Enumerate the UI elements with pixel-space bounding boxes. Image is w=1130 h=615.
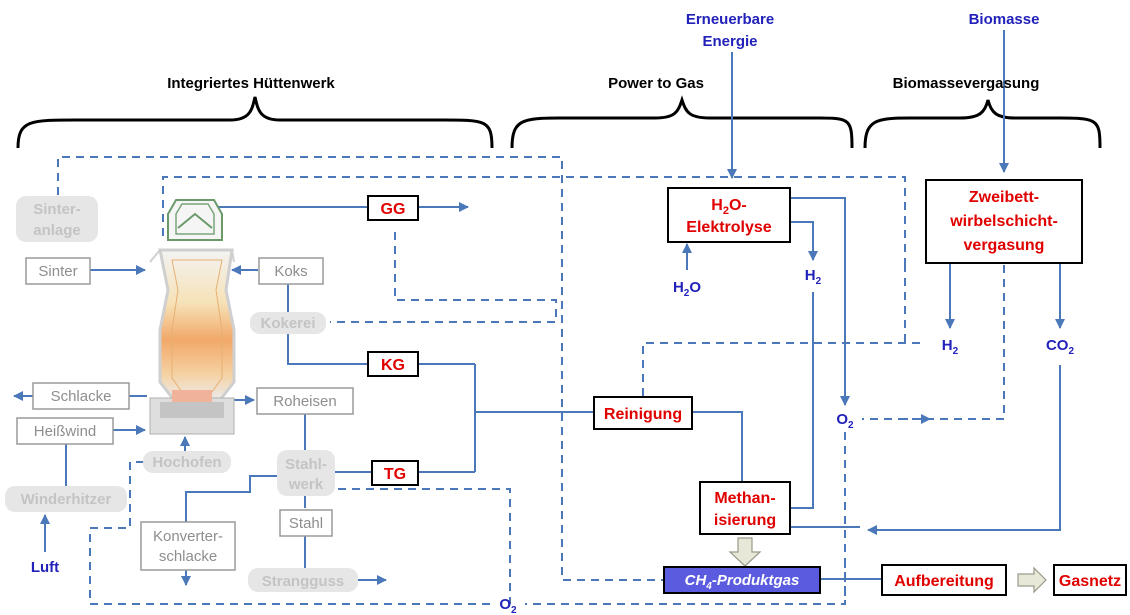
converter-slag-label-1: Konverter-: [153, 528, 223, 545]
renewable-energy-label-1: Erneuerbare: [686, 11, 774, 28]
slag-label: Schlacke: [51, 388, 112, 405]
sinter-plant-label-1: Sinter-: [33, 201, 81, 218]
coke-box: [258, 257, 324, 285]
steel-box: [279, 509, 333, 537]
section-biomass-gasification-title: Biomassevergasung: [893, 75, 1040, 92]
blast-furnace-label: Hochofen: [152, 454, 221, 471]
gasification-box: [925, 179, 1083, 264]
kg-label: KG: [381, 357, 405, 374]
gas-grid-box: [1053, 564, 1127, 596]
steel-label: Stahl: [289, 515, 323, 532]
sinter-label: Sinter: [38, 263, 77, 280]
product-gas-box: [663, 566, 821, 594]
tg-label: TG: [384, 466, 406, 483]
gg-box: [367, 195, 419, 221]
gg-label: GG: [381, 201, 406, 218]
biomass-label: Biomasse: [969, 11, 1040, 28]
methanation-label-2: isierung: [714, 512, 776, 529]
hot-blast-label: Heißwind: [34, 423, 97, 440]
air-label: Luft: [31, 559, 59, 576]
pig-iron-box: [256, 387, 354, 415]
processing-label: Aufbereitung: [894, 573, 994, 590]
hot-blast-stove-label: Winderhitzer: [21, 491, 112, 508]
hot-blast-box: [16, 417, 114, 445]
cleaning-box: [593, 396, 693, 430]
sinter-plant-label-2: anlage: [33, 222, 81, 239]
gasification-label-2: wirbelschicht-: [949, 213, 1058, 230]
processing-box: [881, 564, 1007, 596]
kg-box: [367, 351, 419, 377]
methanation-box: [699, 481, 791, 535]
tg-box: [371, 460, 419, 486]
h2-electrolysis-label: H2: [805, 267, 822, 287]
coke-oven-label: Kokerei: [260, 315, 315, 332]
hot-blast-stove-pill: [5, 486, 127, 512]
brace-steelworks: [16, 96, 494, 149]
gasification-label-3: vergasung: [964, 237, 1045, 254]
sinter-box: [25, 257, 91, 285]
slag-box: [32, 382, 130, 410]
steelworks-nodes: [5, 196, 358, 592]
electrolysis-label-1: H2O-: [711, 197, 746, 217]
gas-grid-label: Gasnetz: [1059, 573, 1121, 590]
o2-mid-label: O2: [836, 411, 854, 431]
section-steelworks-title: Integriertes Hüttenwerk: [167, 75, 335, 92]
section-power-to-gas-title: Power to Gas: [608, 75, 704, 92]
converter-slag-label-2: schlacke: [159, 548, 217, 565]
renewable-energy-label-2: Energie: [702, 33, 757, 50]
sinter-plant-pill: [16, 196, 98, 242]
converter-slag-box: [140, 521, 236, 571]
o2-bottom-label: O2: [499, 596, 517, 615]
steel-plant-pill: [277, 450, 335, 496]
continuous-casting-label: Strangguss: [262, 573, 345, 590]
h2o-label: H2O: [673, 279, 701, 299]
methanation-label-1: Methan-: [714, 490, 775, 507]
co2-label: CO2: [1046, 337, 1075, 357]
electrolysis-box: [667, 187, 791, 243]
h2-gasifier-label: H2: [942, 337, 959, 357]
coke-oven-pill: [250, 312, 326, 334]
blast-furnace-pill: [143, 451, 231, 473]
product-gas-label: CH4-Produktgas: [685, 572, 800, 592]
pig-iron-label: Roheisen: [273, 393, 336, 410]
grid-arrow: [1017, 566, 1047, 594]
steel-plant-label-1: Stahl-: [285, 456, 327, 473]
electrolysis-label-2: Elektrolyse: [686, 219, 771, 236]
continuous-casting-pill: [248, 568, 358, 592]
cleaning-label: Reinigung: [604, 406, 682, 423]
brace-biomass: [863, 99, 1102, 149]
gasification-label-1: Zweibett-: [969, 189, 1039, 206]
blast-furnace-illustration: [149, 199, 236, 435]
coke-label: Koks: [274, 263, 307, 280]
steel-plant-label-2: werk: [288, 476, 324, 493]
dashed-flows: [57, 156, 1005, 605]
product-arrow: [728, 537, 762, 567]
brace-power-to-gas: [510, 95, 854, 149]
